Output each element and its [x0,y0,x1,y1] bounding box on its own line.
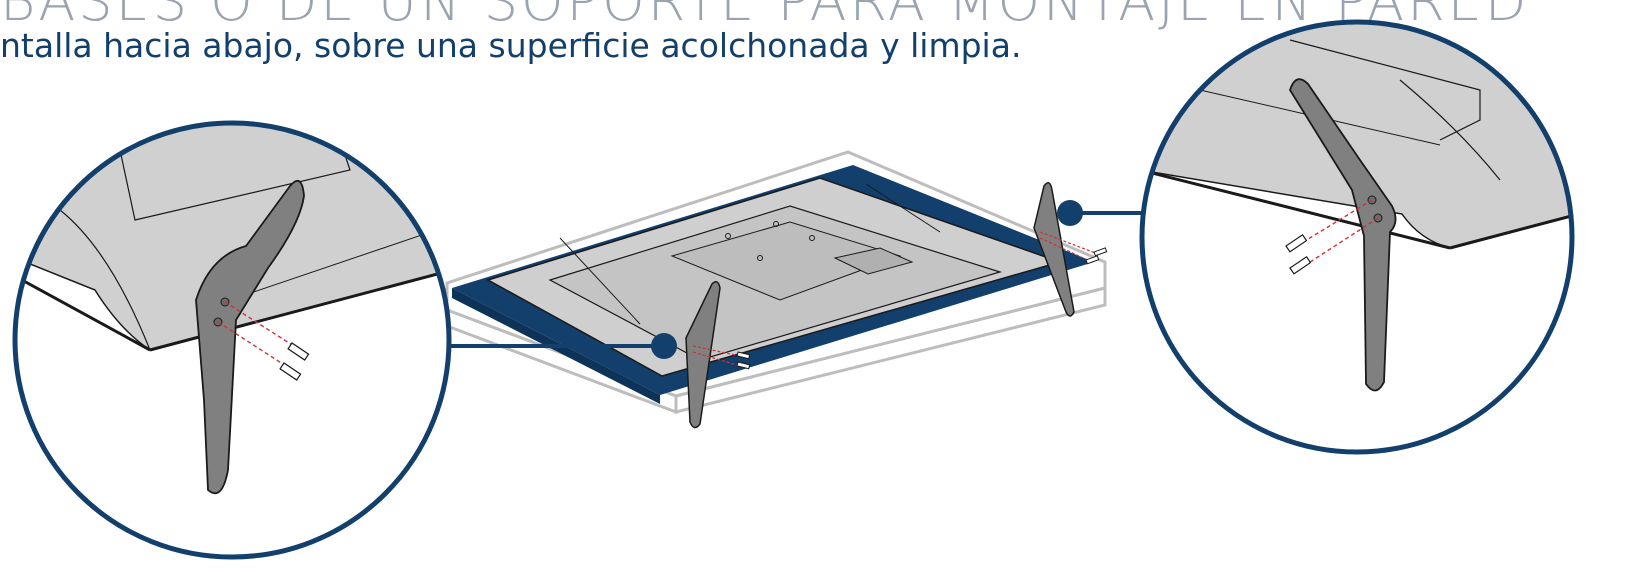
screw-icon [1285,233,1312,275]
tv-face-down [452,165,1094,404]
tv-stand-leg-right [1033,182,1108,317]
screw-icon [279,342,310,381]
instruction-text: ntalla hacia abajo, sobre una superficie… [0,26,1022,65]
screw-icon [736,351,751,370]
detail-circle-left [12,120,452,560]
screw-icon [1085,247,1108,265]
detail-circle-right [1139,19,1575,455]
callout-connector-right [1057,200,1150,226]
section-heading: BASES O DE UN SOPORTE PARA MONTAJE EN PA… [0,0,1530,33]
callout-connector-left [446,333,677,359]
callout-marker-right [1057,200,1083,226]
callout-marker-left [651,333,677,359]
tv-stand-leg-left [685,281,751,429]
